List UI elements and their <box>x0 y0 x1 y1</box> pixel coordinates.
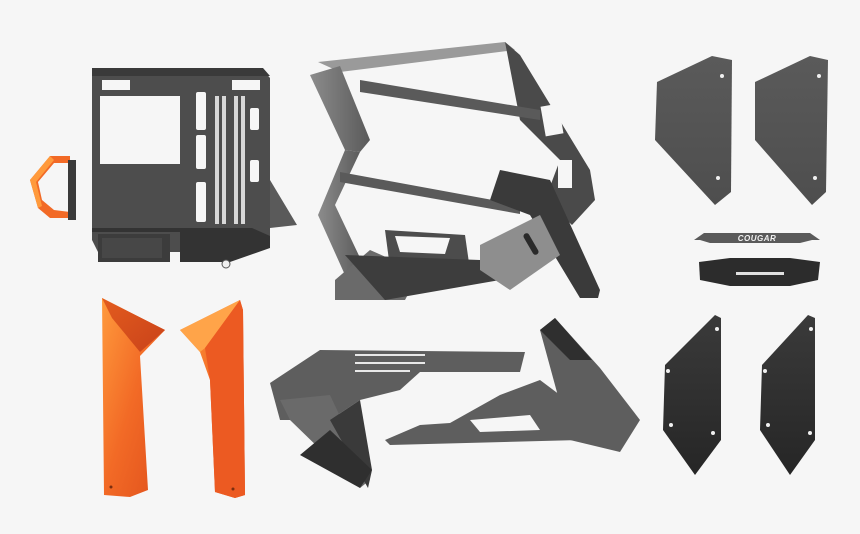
bottom-bar <box>699 258 820 286</box>
side-arm-left <box>270 350 525 488</box>
logo-bar: COUGAR <box>694 233 820 243</box>
brand-logo-text: COUGAR <box>738 234 777 243</box>
orange-handle <box>30 156 76 220</box>
orange-front-left <box>102 298 165 497</box>
motherboard-tray <box>30 68 297 269</box>
open-frame <box>310 42 600 300</box>
orange-front-right <box>180 300 245 498</box>
top-panel-right <box>755 56 828 205</box>
bottom-panel-left <box>663 315 721 475</box>
bottom-panel-right <box>760 315 815 475</box>
top-panel-left <box>655 56 732 205</box>
side-arm-right <box>385 318 640 452</box>
